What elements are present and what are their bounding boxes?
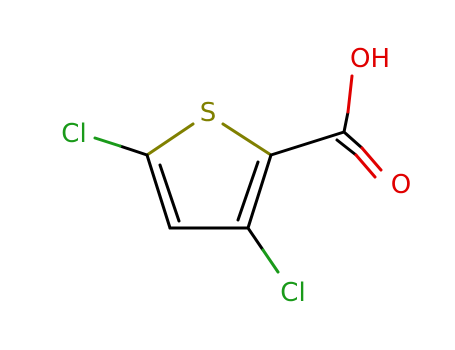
chlorine-bottom-label: Cl <box>280 278 305 308</box>
carbonyl-oxygen-label: O <box>391 170 411 200</box>
bond-c-oh-red <box>346 74 354 114</box>
bond-c3-cl-black <box>246 226 265 252</box>
bond-c-oh-black <box>342 110 350 134</box>
bonds <box>93 74 383 274</box>
bond-c5-cl-black <box>118 144 149 157</box>
bond-c2-ccooh <box>269 130 346 157</box>
bond-c3-cl-green <box>261 248 280 274</box>
bond-s-c5 <box>145 122 195 157</box>
atom-labels: S Cl Cl OH O <box>61 44 411 308</box>
chlorine-left-label: Cl <box>61 119 86 149</box>
bond-c3-c2-inner <box>236 160 260 222</box>
sulfur-label: S <box>200 98 217 128</box>
bond-c5-c4 <box>145 153 172 230</box>
hydroxyl-label: OH <box>350 44 390 74</box>
bond-c5-c4-inner <box>158 163 181 223</box>
bond-c-o-black-1 <box>342 130 364 150</box>
bond-s-c2 <box>221 122 273 157</box>
bond-c5-cl-green <box>93 136 122 148</box>
bond-c-o-red-2 <box>354 153 377 179</box>
bond-c-o-black-2 <box>335 138 358 157</box>
bond-c-o-red-1 <box>360 146 383 172</box>
bond-c3-c2 <box>246 153 273 230</box>
